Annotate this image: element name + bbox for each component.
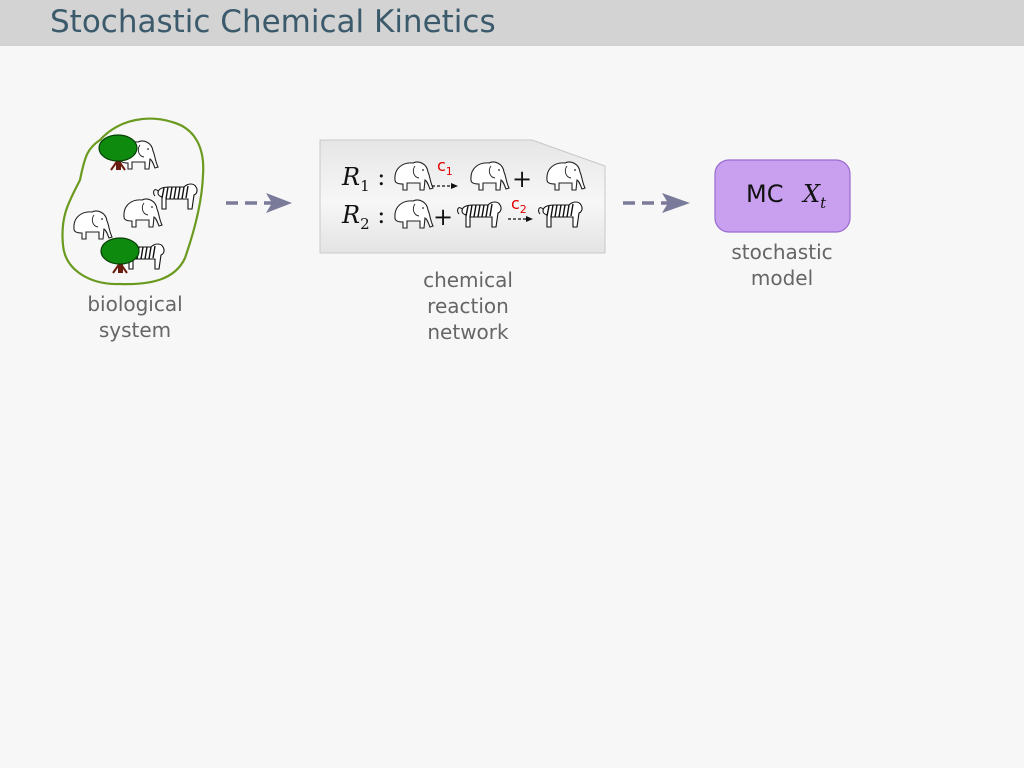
arrow-to-model [623,193,690,213]
reaction-arrow-2 [508,216,533,222]
title-bar: Stochastic Chemical Kinetics [0,0,1024,46]
stochastic-model-box [714,159,851,233]
plus-sign: + [512,165,533,193]
reaction-arrow-1 [432,183,458,189]
plus-sign: + [433,203,454,231]
reaction-network-label: chemical reaction network [423,268,513,344]
model-variable: Xt [803,180,827,212]
biological-system-label: biological system [87,292,183,342]
reaction-1-label: R1 : [342,163,386,195]
stochastic-model-label: stochastic model [731,240,833,290]
page-title: Stochastic Chemical Kinetics [50,4,496,40]
biological-system-outline [61,117,205,286]
arrow-to-network [226,193,292,213]
model-box-label: MC [746,180,784,208]
rate-constant-2: c2 [511,194,527,217]
reaction-2-label: R2 : [342,201,386,233]
reaction-network-paper [319,139,606,254]
elephant-icon [73,210,113,240]
elephant-icon [123,198,163,228]
rate-constant-1: c1 [437,156,453,179]
tiger-icon [152,183,198,210]
